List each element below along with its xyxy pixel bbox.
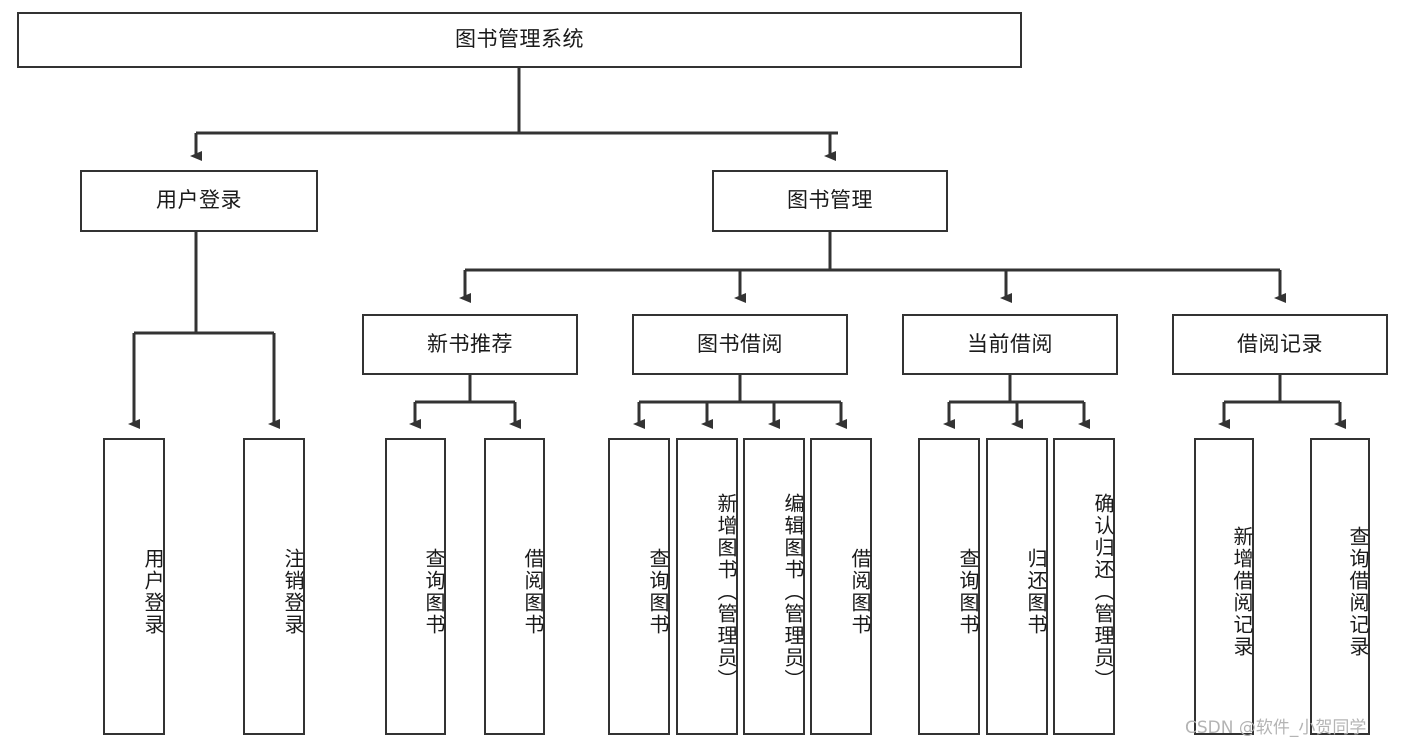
node-borrow-record-label: 借阅记录 [1237,331,1323,356]
leaf-return-book[interactable]: 归还图书 [986,438,1048,735]
leaf-user-login[interactable]: 用户登录 [103,438,165,735]
node-book-borrow-label: 图书借阅 [697,331,783,356]
leaf-return-book-label: 归还图书 [1024,547,1048,636]
node-user-login[interactable]: 用户登录 [80,170,318,232]
node-current-borrow-label: 当前借阅 [967,331,1053,356]
node-new-book-recommend[interactable]: 新书推荐 [362,314,578,375]
leaf-add-book-admin[interactable]: 新增图书（管理员） [676,438,738,735]
leaf-borrow-book[interactable]: 借阅图书 [810,438,872,735]
node-root-label: 图书管理系统 [455,27,584,52]
leaf-query-book-new-label: 查询图书 [422,547,446,636]
leaf-confirm-return-admin-label: 确认归还（管理员） [1091,492,1115,691]
leaf-add-borrow-record-label: 新增借阅记录 [1230,525,1254,658]
watermark: CSDN @软件_小贺同学 [1185,718,1367,738]
leaf-edit-book-admin-label: 编辑图书（管理员） [781,492,805,691]
leaf-edit-book-admin[interactable]: 编辑图书（管理员） [743,438,805,735]
node-book-borrow[interactable]: 图书借阅 [632,314,848,375]
leaf-borrow-book-new[interactable]: 借阅图书 [484,438,545,735]
leaf-query-book-borrow[interactable]: 查询图书 [608,438,670,735]
leaf-query-book-borrow-label: 查询图书 [646,547,670,636]
leaf-logout-label: 注销登录 [281,547,305,636]
leaf-borrow-book-new-label: 借阅图书 [521,547,545,636]
leaf-query-book-new[interactable]: 查询图书 [385,438,446,735]
node-new-book-recommend-label: 新书推荐 [427,331,513,356]
leaf-query-borrow-record-label: 查询借阅记录 [1346,525,1370,658]
node-borrow-record[interactable]: 借阅记录 [1172,314,1388,375]
leaf-add-borrow-record[interactable]: 新增借阅记录 [1194,438,1254,735]
node-user-login-label: 用户登录 [156,188,242,213]
leaf-logout[interactable]: 注销登录 [243,438,305,735]
node-current-borrow[interactable]: 当前借阅 [902,314,1118,375]
leaf-user-login-label: 用户登录 [141,547,165,636]
node-book-management[interactable]: 图书管理 [712,170,948,232]
leaf-add-book-admin-label: 新增图书（管理员） [714,492,738,691]
leaf-query-borrow-record[interactable]: 查询借阅记录 [1310,438,1370,735]
leaf-query-book-current[interactable]: 查询图书 [918,438,980,735]
leaf-borrow-book-label: 借阅图书 [848,547,872,636]
node-book-management-label: 图书管理 [787,188,873,213]
node-root[interactable]: 图书管理系统 [17,12,1022,68]
leaf-query-book-current-label: 查询图书 [956,547,980,636]
leaf-confirm-return-admin[interactable]: 确认归还（管理员） [1053,438,1115,735]
